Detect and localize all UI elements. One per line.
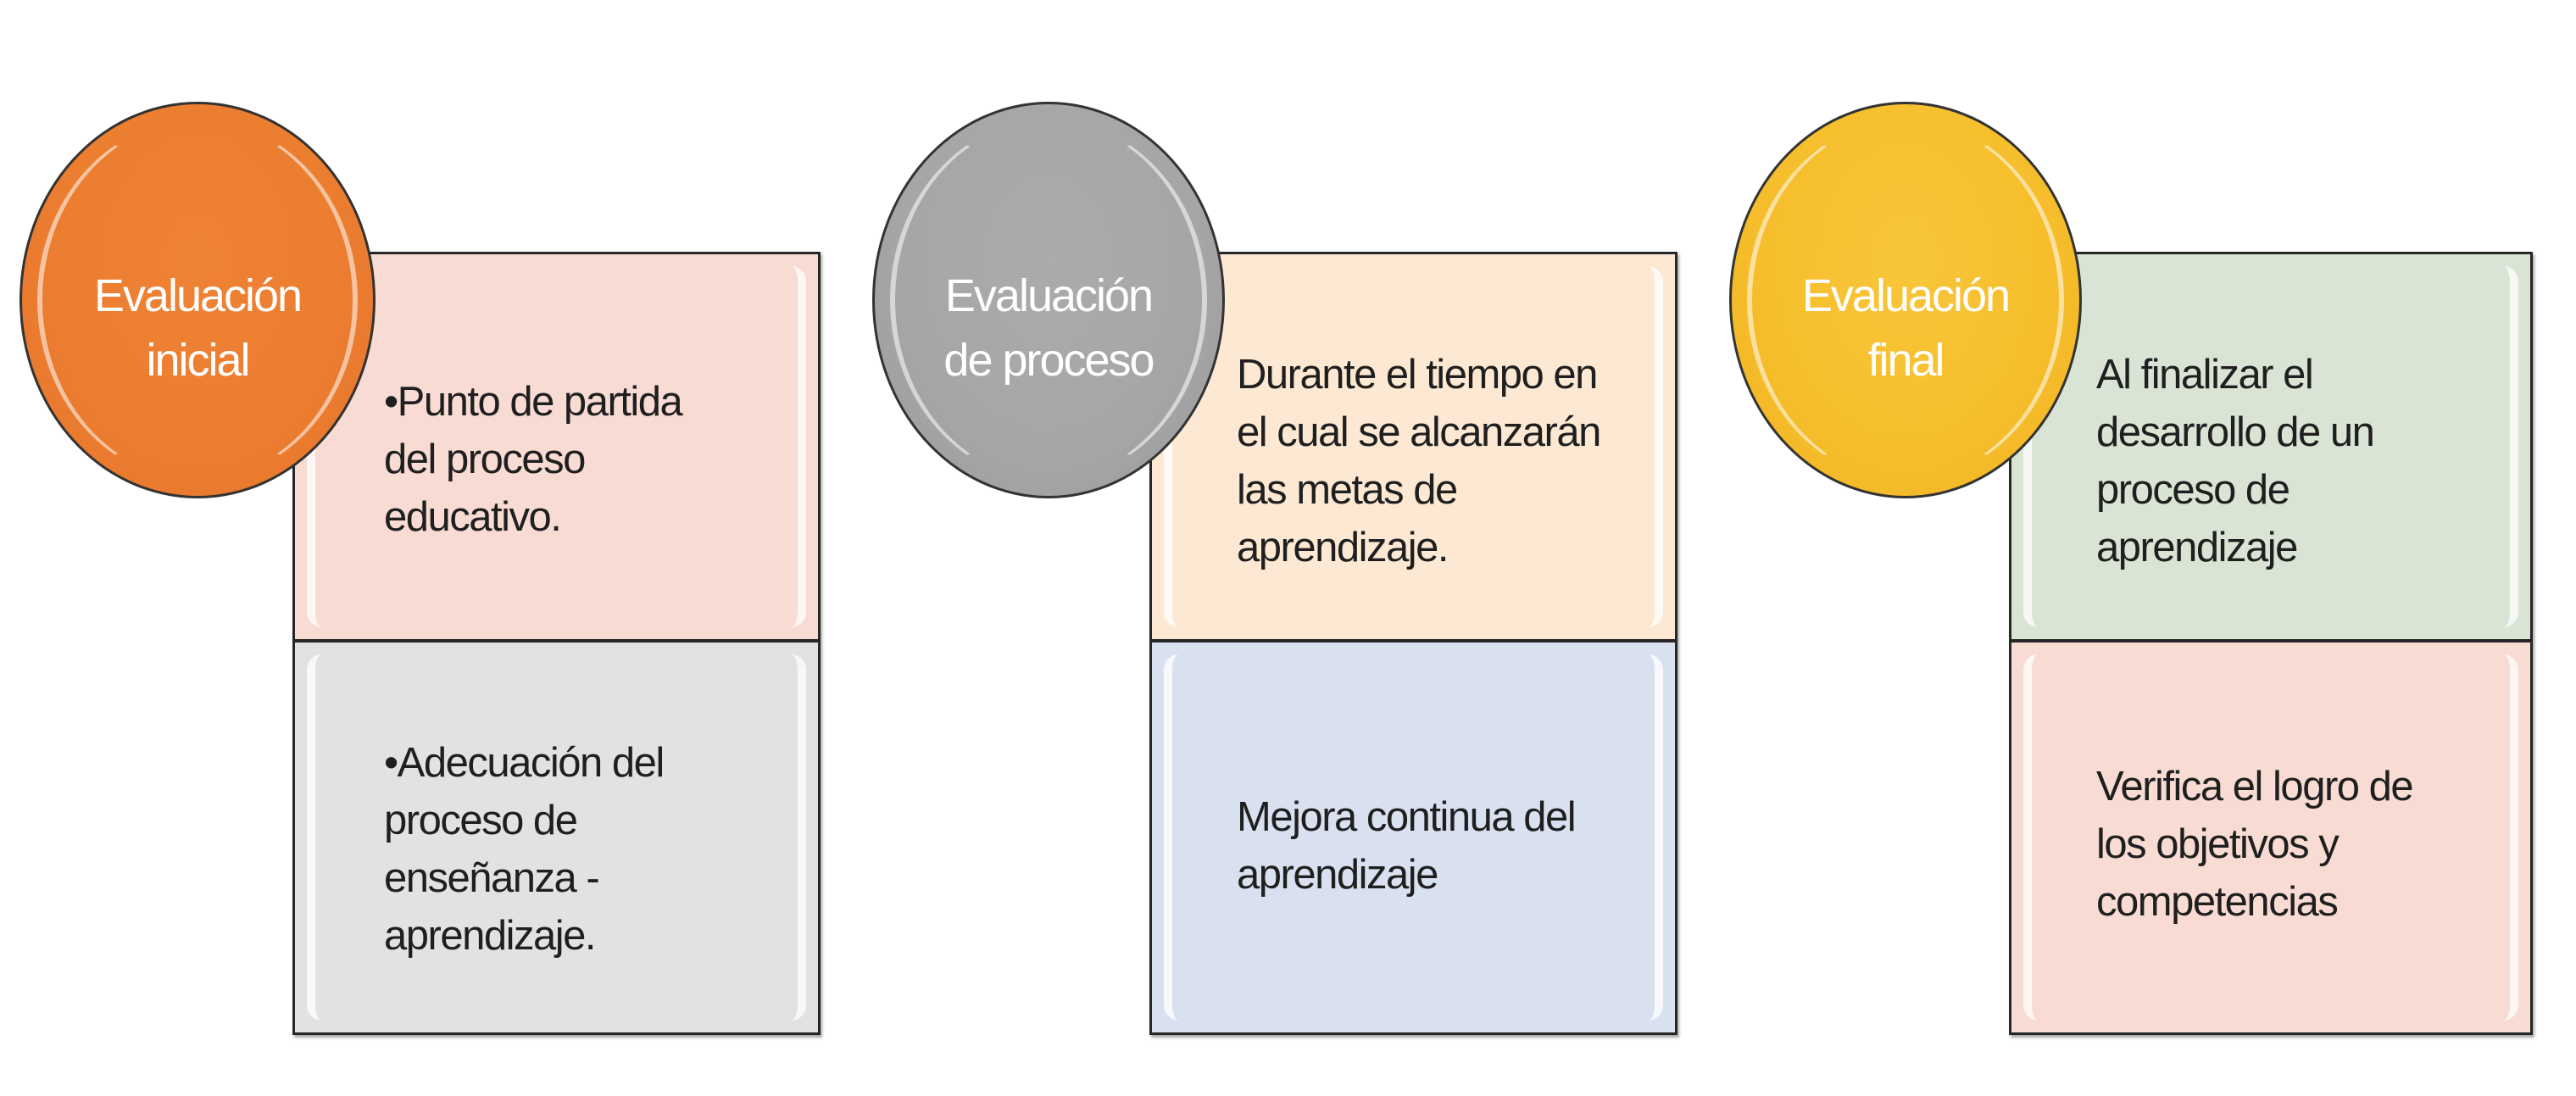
bottom-cell-proceso: Mejora continua del aprendizaje: [1152, 643, 1675, 1032]
circle-evaluacion-proceso: Evaluación de proceso: [872, 102, 1225, 498]
bottom-text-inicial: •Adecuación del proceso de enseñanza - a…: [384, 740, 665, 959]
circle-evaluacion-final: Evaluación final: [1729, 102, 2082, 498]
info-box-proceso: Durante el tiempo en el cual se alcanzar…: [1149, 252, 1677, 1035]
circle-label-inicial: Evaluación inicial: [93, 270, 303, 386]
top-cell-final: Al finalizar el desarrollo de un proceso…: [2011, 254, 2530, 643]
bottom-text-proceso: Mejora continua del aprendizaje: [1237, 794, 1577, 898]
circle-label-final: Evaluación final: [1801, 270, 2011, 386]
bottom-text-final: Verifica el logro de los objetivos y com…: [2096, 764, 2414, 925]
top-cell-proceso: Durante el tiempo en el cual se alcanzar…: [1152, 254, 1675, 643]
bottom-cell-inicial: •Adecuación del proceso de enseñanza - a…: [295, 643, 818, 1032]
top-text-final: Al finalizar el desarrollo de un proceso…: [2096, 352, 2375, 570]
top-text-inicial: •Punto de partida del proceso educativo.: [384, 379, 683, 540]
info-box-final: Al finalizar el desarrollo de un proceso…: [2009, 252, 2533, 1035]
column-evaluacion-inicial: •Punto de partida del proceso educativo.…: [0, 0, 848, 1096]
top-text-proceso: Durante el tiempo en el cual se alcanzar…: [1237, 352, 1601, 570]
circle-label-proceso: Evaluación de proceso: [943, 270, 1154, 386]
bottom-cell-final: Verifica el logro de los objetivos y com…: [2011, 643, 2530, 1032]
circle-evaluacion-inicial: Evaluación inicial: [19, 102, 376, 498]
